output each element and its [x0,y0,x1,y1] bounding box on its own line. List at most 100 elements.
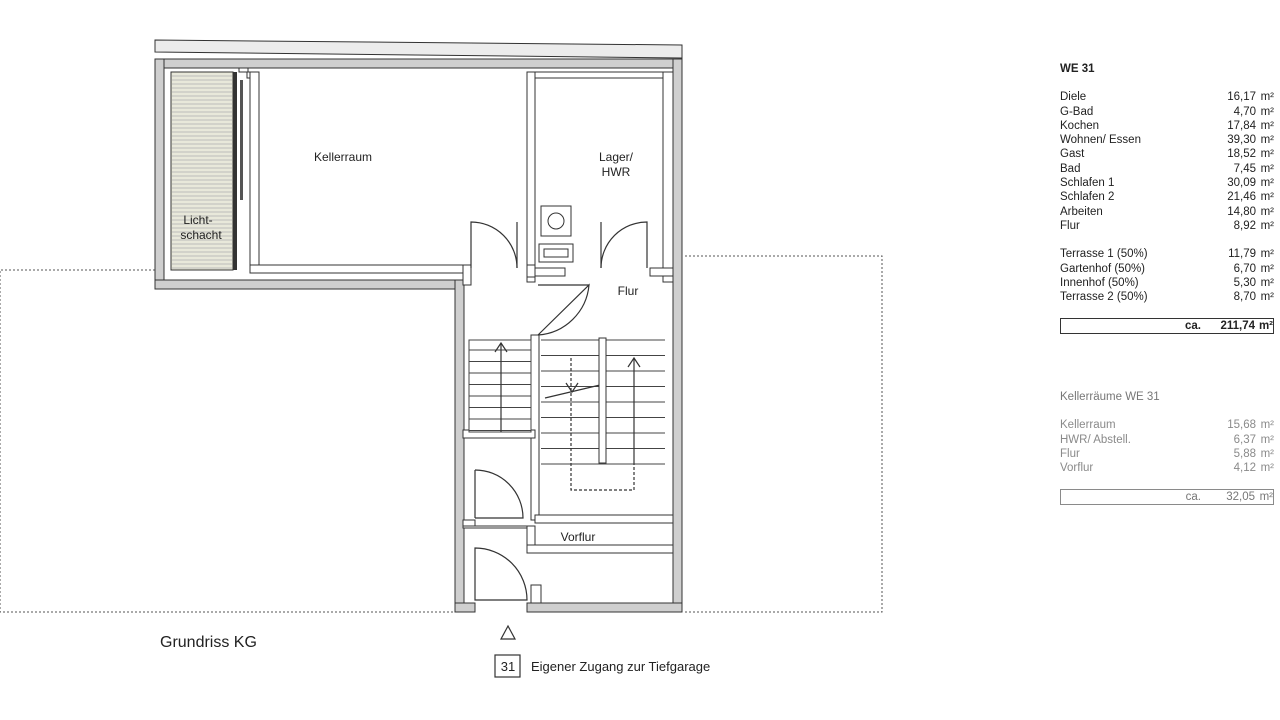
access-note: Eigener Zugang zur Tiefgarage [531,659,710,674]
total-value: 211,74 [1220,320,1255,333]
row-unit: m² [1260,291,1274,304]
area-row: Terrasse 1 (50%) 11,79 m² [1060,247,1274,261]
row-unit: m² [1260,462,1274,475]
label-flur: Flur [618,284,639,298]
inner-walls [238,67,674,604]
row-value: 6,70 [1233,262,1256,275]
label-lager: Lager/ [599,150,634,164]
row-value: 30,09 [1227,177,1256,190]
row-value: 15,68 [1227,419,1256,432]
row-name: Vorflur [1060,462,1094,475]
row-name: Terrasse 2 (50%) [1060,291,1148,304]
cellar-total-prefix: ca. [1185,491,1201,504]
total-prefix: ca. [1185,320,1201,333]
area-row: Kellerraum 15,68 m² [1060,418,1274,432]
row-name: Flur [1060,219,1080,232]
entrance-triangle-icon [499,624,517,640]
top-slab [154,39,683,59]
row-unit: m² [1260,205,1274,218]
row-unit: m² [1260,134,1274,147]
row-value: 11,79 [1228,248,1256,261]
row-unit: m² [1260,433,1274,446]
label-vorflur: Vorflur [561,530,596,544]
row-name: Terrasse 1 (50%) [1060,248,1148,261]
appliance-icon [538,205,574,263]
total-unit: m² [1258,320,1273,333]
row-name: Kellerraum [1060,419,1116,432]
label-hwr: HWR [602,165,631,179]
row-name: Kochen [1060,119,1100,132]
area-row: Gast 18,52 m² [1060,147,1274,161]
cellar-table-title: Kellerräume WE 31 [1060,391,1160,403]
area-total: ca. 211,74 m² [1060,318,1274,335]
row-value: 6,37 [1233,433,1256,446]
row-unit: m² [1260,105,1274,118]
area-row: Wohnen/ Essen 39,30 m² [1060,133,1274,147]
row-name: Schlafen 2 [1060,191,1115,204]
area-row: G-Bad 4,70 m² [1060,105,1274,119]
row-unit: m² [1260,219,1274,232]
unit-badge: 31 [501,659,515,674]
row-name: HWR/ Abstell. [1060,433,1131,446]
area-row: Innenhof (50%) 5,30 m² [1060,276,1274,290]
row-name: Gartenhof (50%) [1060,262,1146,275]
dotted-outline [0,255,883,613]
label-schacht: schacht [180,228,222,242]
row-unit: m² [1260,276,1274,289]
unit-badge-box [494,654,521,678]
row-unit: m² [1260,91,1274,104]
outer-walls [154,58,683,613]
row-value: 18,52 [1227,148,1256,161]
row-name: Diele [1060,91,1087,104]
area-row: Gartenhof (50%) 6,70 m² [1060,262,1274,276]
area-row: Schlafen 1 30,09 m² [1060,176,1274,190]
row-unit: m² [1260,177,1274,190]
row-name: G-Bad [1060,105,1094,118]
area-row: Diele 16,17 m² [1060,90,1274,104]
row-name: Innenhof (50%) [1060,276,1139,289]
label-licht: Licht- [183,213,212,227]
door-swings [470,221,648,601]
plan-caption: Grundriss KG [160,634,257,651]
row-unit: m² [1260,148,1274,161]
row-value: 4,12 [1233,462,1256,475]
row-value: 7,45 [1233,162,1256,175]
area-row: HWR/ Abstell. 6,37 m² [1060,433,1274,447]
light-shaft [170,71,243,271]
row-unit: m² [1260,162,1274,175]
row-value: 5,88 [1233,447,1256,460]
row-value: 8,92 [1233,219,1256,232]
row-unit: m² [1260,191,1274,204]
row-value: 39,30 [1227,134,1256,147]
row-value: 16,17 [1227,91,1256,104]
row-unit: m² [1260,419,1274,432]
row-value: 21,46 [1227,191,1256,204]
label-kellerraum: Kellerraum [314,150,372,164]
cellar-total: ca. 32,05 m² [1060,489,1274,506]
row-unit: m² [1260,248,1274,261]
row-name: Wohnen/ Essen [1060,134,1141,147]
area-row: Vorflur 4,12 m² [1060,461,1274,475]
row-value: 5,30 [1233,276,1256,289]
cellar-total-unit: m² [1259,491,1273,504]
row-name: Bad [1060,162,1081,175]
row-name: Arbeiten [1060,205,1103,218]
stair-arrow-left [494,341,508,432]
stair-arrows-right [544,356,641,491]
row-name: Schlafen 1 [1060,177,1115,190]
row-value: 4,70 [1233,105,1256,118]
row-name: Gast [1060,148,1085,161]
row-unit: m² [1260,119,1274,132]
row-unit: m² [1260,262,1274,275]
stair-wall [598,337,607,464]
area-row: Flur 8,92 m² [1060,219,1274,233]
area-table-title: WE 31 [1060,63,1095,75]
floor-plan: Kellerraum Lager/ HWR Licht- schacht Flu… [0,39,883,678]
